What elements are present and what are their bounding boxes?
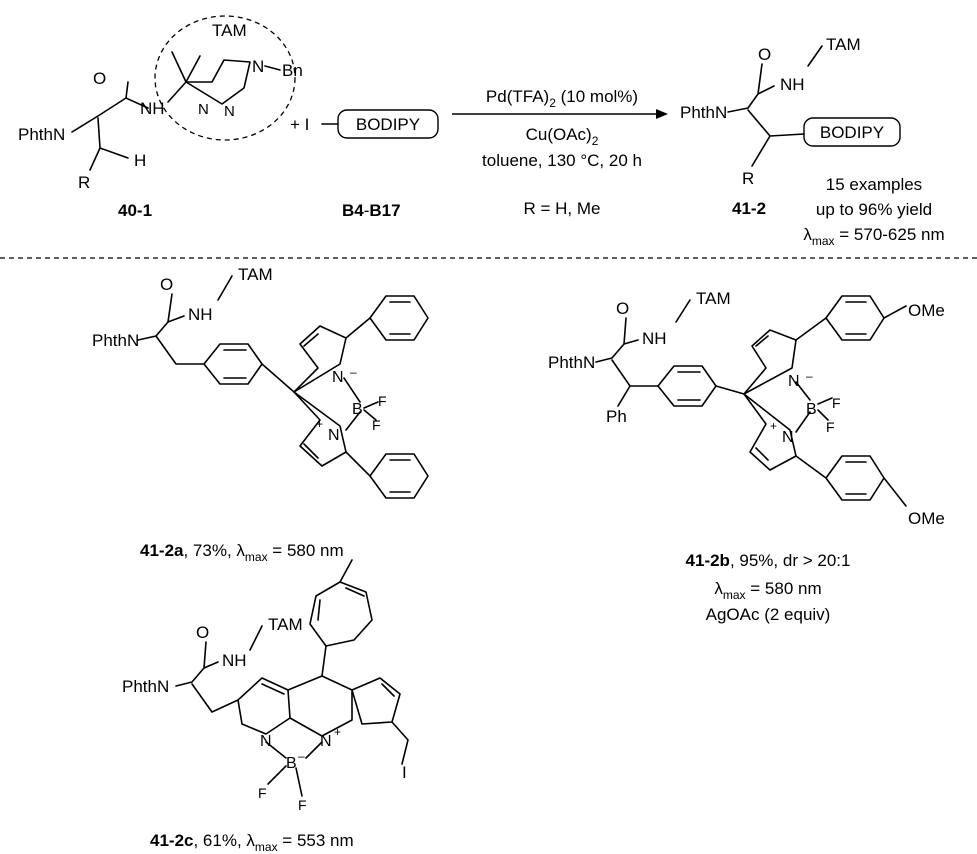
caption-41-2a: 41-2a, 73%, λmax = 580 nm xyxy=(140,541,344,564)
product-41-2: TAM NH O PhthN BODIPY R 41-2 15 examples… xyxy=(680,35,945,248)
amide-nh-label: NH xyxy=(642,329,667,348)
sm-id-label: 40-1 xyxy=(118,201,152,220)
charge-minus: – xyxy=(298,749,305,763)
triazole-n3-label: N xyxy=(252,57,264,76)
reagent-b4-b17: + I BODIPY B4-B17 xyxy=(290,109,439,220)
f1-label: F xyxy=(378,393,387,409)
h-label: H xyxy=(134,151,146,170)
caption-41-2c: 41-2c, 61%, λmax = 553 nm xyxy=(150,831,354,854)
oxidant-label: Cu(OAc)2 xyxy=(526,125,599,148)
compound-41-2a: TAM NH O PhthN N – B F F N + 41-2a, 73%,… xyxy=(92,265,429,564)
product-id-label: 41-2 xyxy=(732,199,766,218)
phthn-label: PhthN xyxy=(548,353,595,372)
max-yield-label: up to 96% yield xyxy=(816,200,932,219)
amide-nh-label: NH xyxy=(222,651,247,670)
carbonyl-o-label: O xyxy=(616,299,629,318)
tam-label: TAM xyxy=(826,35,861,54)
boron-label: B xyxy=(352,401,363,418)
phthn-label: PhthN xyxy=(680,103,727,122)
lambda-range-label: λmax = 570-625 nm xyxy=(803,225,944,248)
charge-minus: – xyxy=(806,369,813,383)
bn-label: Bn xyxy=(282,61,303,80)
bodipy-label: BODIPY xyxy=(356,115,420,134)
n-bottom-label: N xyxy=(782,429,794,446)
carbonyl-o-label: O xyxy=(160,275,173,294)
starting-material-40-1: PhthN O NH H R N N N Bn TAM 40-1 xyxy=(18,15,303,220)
caption-41-2b-line1: 41-2b, 95%, dr > 20:1 xyxy=(686,551,851,570)
ome-top-label: OMe xyxy=(908,301,945,320)
carbonyl-o-label: O xyxy=(758,45,771,64)
reagent-id-label: B4-B17 xyxy=(342,201,401,220)
caption-41-2b-line3: AgOAc (2 equiv) xyxy=(706,605,831,624)
carbonyl-o-label: O xyxy=(196,623,209,642)
r-label: R xyxy=(742,169,754,188)
f1-label: F xyxy=(258,785,267,801)
examples-count-label: 15 examples xyxy=(826,175,922,194)
reaction-arrow-group: Pd(TFA)2 (10 mol%) Cu(OAc)2 toluene, 130… xyxy=(452,87,668,218)
n-top-label: N xyxy=(332,369,344,386)
conditions-label: toluene, 130 °C, 20 h xyxy=(482,151,642,170)
amide-nh-label: NH xyxy=(780,75,805,94)
charge-plus: + xyxy=(334,725,341,739)
bodipy-label: BODIPY xyxy=(820,123,884,142)
carbonyl-o-label: O xyxy=(93,69,106,88)
n-top-label: N xyxy=(788,373,800,390)
phthn-label: PhthN xyxy=(92,331,139,350)
caption-41-2b-line2: λmax = 580 nm xyxy=(714,579,821,602)
bodipy-box xyxy=(803,117,901,147)
r-definition-label: R = H, Me xyxy=(524,199,601,218)
plus-iodo-label: + I xyxy=(290,115,309,134)
amide-nh-label: NH xyxy=(140,99,165,118)
n-right-label: N xyxy=(320,733,332,750)
ph-label: Ph xyxy=(606,407,627,426)
f1-label: F xyxy=(832,395,841,411)
f2-label: F xyxy=(826,419,835,435)
n-bottom-label: N xyxy=(328,427,340,444)
boron-label: B xyxy=(286,755,297,772)
amide-nh-label: NH xyxy=(188,305,213,324)
charge-plus: + xyxy=(770,419,777,433)
n-left-label: N xyxy=(260,733,272,750)
f2-label: F xyxy=(298,797,307,813)
tam-label: TAM xyxy=(238,265,273,284)
tam-label: TAM xyxy=(212,21,247,40)
charge-minus: – xyxy=(350,365,357,379)
r-label: R xyxy=(78,173,90,192)
compound-41-2c: TAM NH O PhthN I N B – N + F F 41-2c, 61… xyxy=(122,559,409,854)
f2-label: F xyxy=(372,417,381,433)
triazole-n1-label: N xyxy=(198,101,209,118)
bodipy-box xyxy=(337,109,439,139)
tam-label: TAM xyxy=(696,289,731,308)
ome-bottom-label: OMe xyxy=(908,509,945,528)
catalyst-label: Pd(TFA)2 (10 mol%) xyxy=(486,87,638,110)
tam-label: TAM xyxy=(268,615,303,634)
tam-dashed-circle xyxy=(154,15,296,141)
phthn-label: PhthN xyxy=(18,125,65,144)
phthn-label: PhthN xyxy=(122,677,169,696)
triazole-n2-label: N xyxy=(224,103,235,120)
iodine-label: I xyxy=(402,763,407,782)
charge-plus: + xyxy=(316,417,323,431)
boron-label: B xyxy=(806,401,817,418)
compound-41-2b: TAM NH O PhthN Ph OMe OMe N – B F F N + … xyxy=(548,289,945,624)
